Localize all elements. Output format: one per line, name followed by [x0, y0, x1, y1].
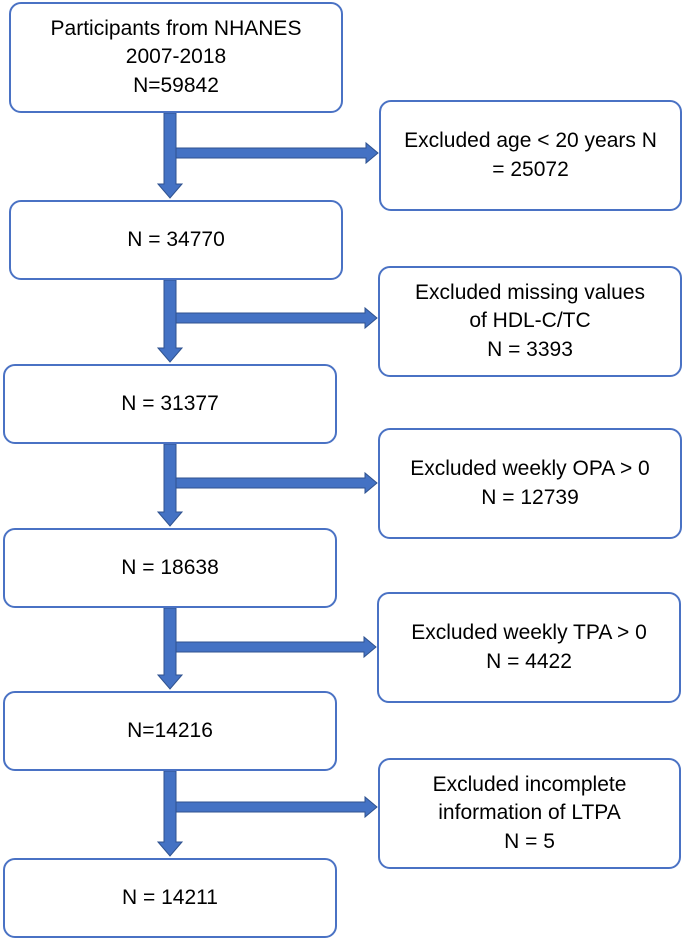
down-arrow-3	[156, 443, 184, 527]
box-exclusion-tpa: Excluded weekly TPA > 0 N = 4422	[377, 592, 681, 703]
down-arrow-4	[156, 607, 184, 690]
box-final: N = 14211	[3, 858, 337, 938]
right-arrow-2	[175, 306, 378, 330]
down-arrow-1	[156, 112, 184, 199]
box-exclusion-ltpa: Excluded incomplete information of LTPA …	[378, 758, 681, 869]
right-arrow-3	[175, 471, 378, 495]
box-exclusion-age: Excluded age < 20 years N = 25072	[379, 100, 682, 211]
box-step4: N=14216	[3, 691, 337, 771]
box-step2: N = 31377	[3, 364, 337, 444]
right-arrow-5	[175, 795, 378, 819]
down-arrow-5	[156, 770, 184, 857]
down-arrow-2	[156, 279, 184, 363]
box-exclusion-missing-values: Excluded missing values of HDL-C/TC N = …	[378, 266, 682, 377]
box-step1: N = 34770	[9, 200, 343, 280]
box-exclusion-opa: Excluded weekly OPA > 0 N = 12739	[378, 428, 682, 539]
right-arrow-1	[175, 141, 379, 165]
right-arrow-4	[175, 635, 377, 659]
box-start: Participants from NHANES 2007-2018 N=598…	[9, 2, 343, 113]
box-step3: N = 18638	[3, 528, 337, 608]
